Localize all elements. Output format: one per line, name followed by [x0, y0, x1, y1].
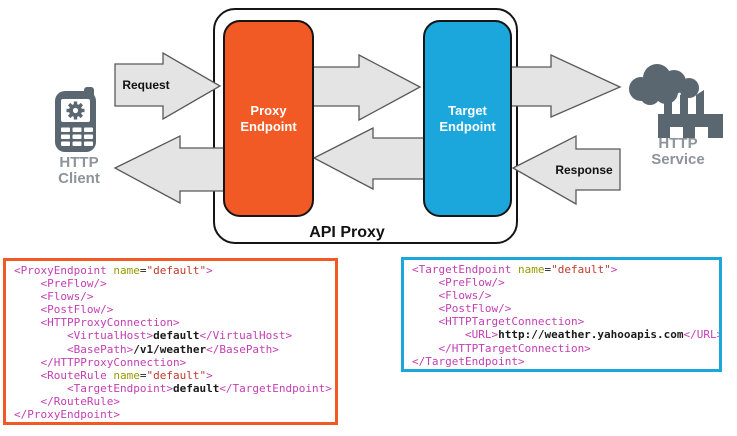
response-label: Response	[555, 163, 613, 177]
http-client-label: HTTP Client	[43, 155, 115, 187]
response-arrow	[511, 134, 621, 206]
request-label: Request	[122, 78, 170, 92]
proxy-endpoint-code-block: <ProxyEndpoint name="default"> <PreFlow/…	[3, 258, 338, 425]
target-to-proxy-arrow	[312, 126, 426, 191]
api-proxy-label: API Proxy	[309, 224, 385, 241]
flow-arrows	[113, 51, 622, 206]
http-client-label-line2: Client	[58, 170, 100, 187]
target-endpoint-label-line2: Endpoint	[439, 118, 496, 134]
proxy-to-target-arrow	[311, 53, 422, 122]
target-endpoint-label-line1: Target	[448, 102, 487, 118]
target-endpoint-box: Target Endpoint	[423, 20, 512, 217]
request-arrow	[114, 51, 222, 121]
http-service-label-line1: HTTP	[658, 135, 698, 152]
target-to-service-arrow	[509, 53, 622, 118]
proxy-to-client-arrow	[113, 134, 226, 205]
api-proxy-flow-diagram: Proxy Endpoint Target Endpoint Request R…	[43, 8, 728, 244]
http-service-label-line2: Service	[651, 151, 705, 168]
mobile-phone-icon	[48, 87, 110, 158]
proxy-endpoint-label-line2: Endpoint	[240, 118, 297, 134]
http-service-label: HTTP Service	[640, 136, 716, 168]
proxy-endpoint-label-line1: Proxy	[250, 102, 287, 118]
target-endpoint-code-block: <TargetEndpoint name="default"> <PreFlow…	[401, 257, 722, 372]
factory-icon	[628, 62, 728, 143]
http-client-label-line1: HTTP	[59, 154, 99, 171]
proxy-endpoint-box: Proxy Endpoint	[223, 20, 314, 217]
